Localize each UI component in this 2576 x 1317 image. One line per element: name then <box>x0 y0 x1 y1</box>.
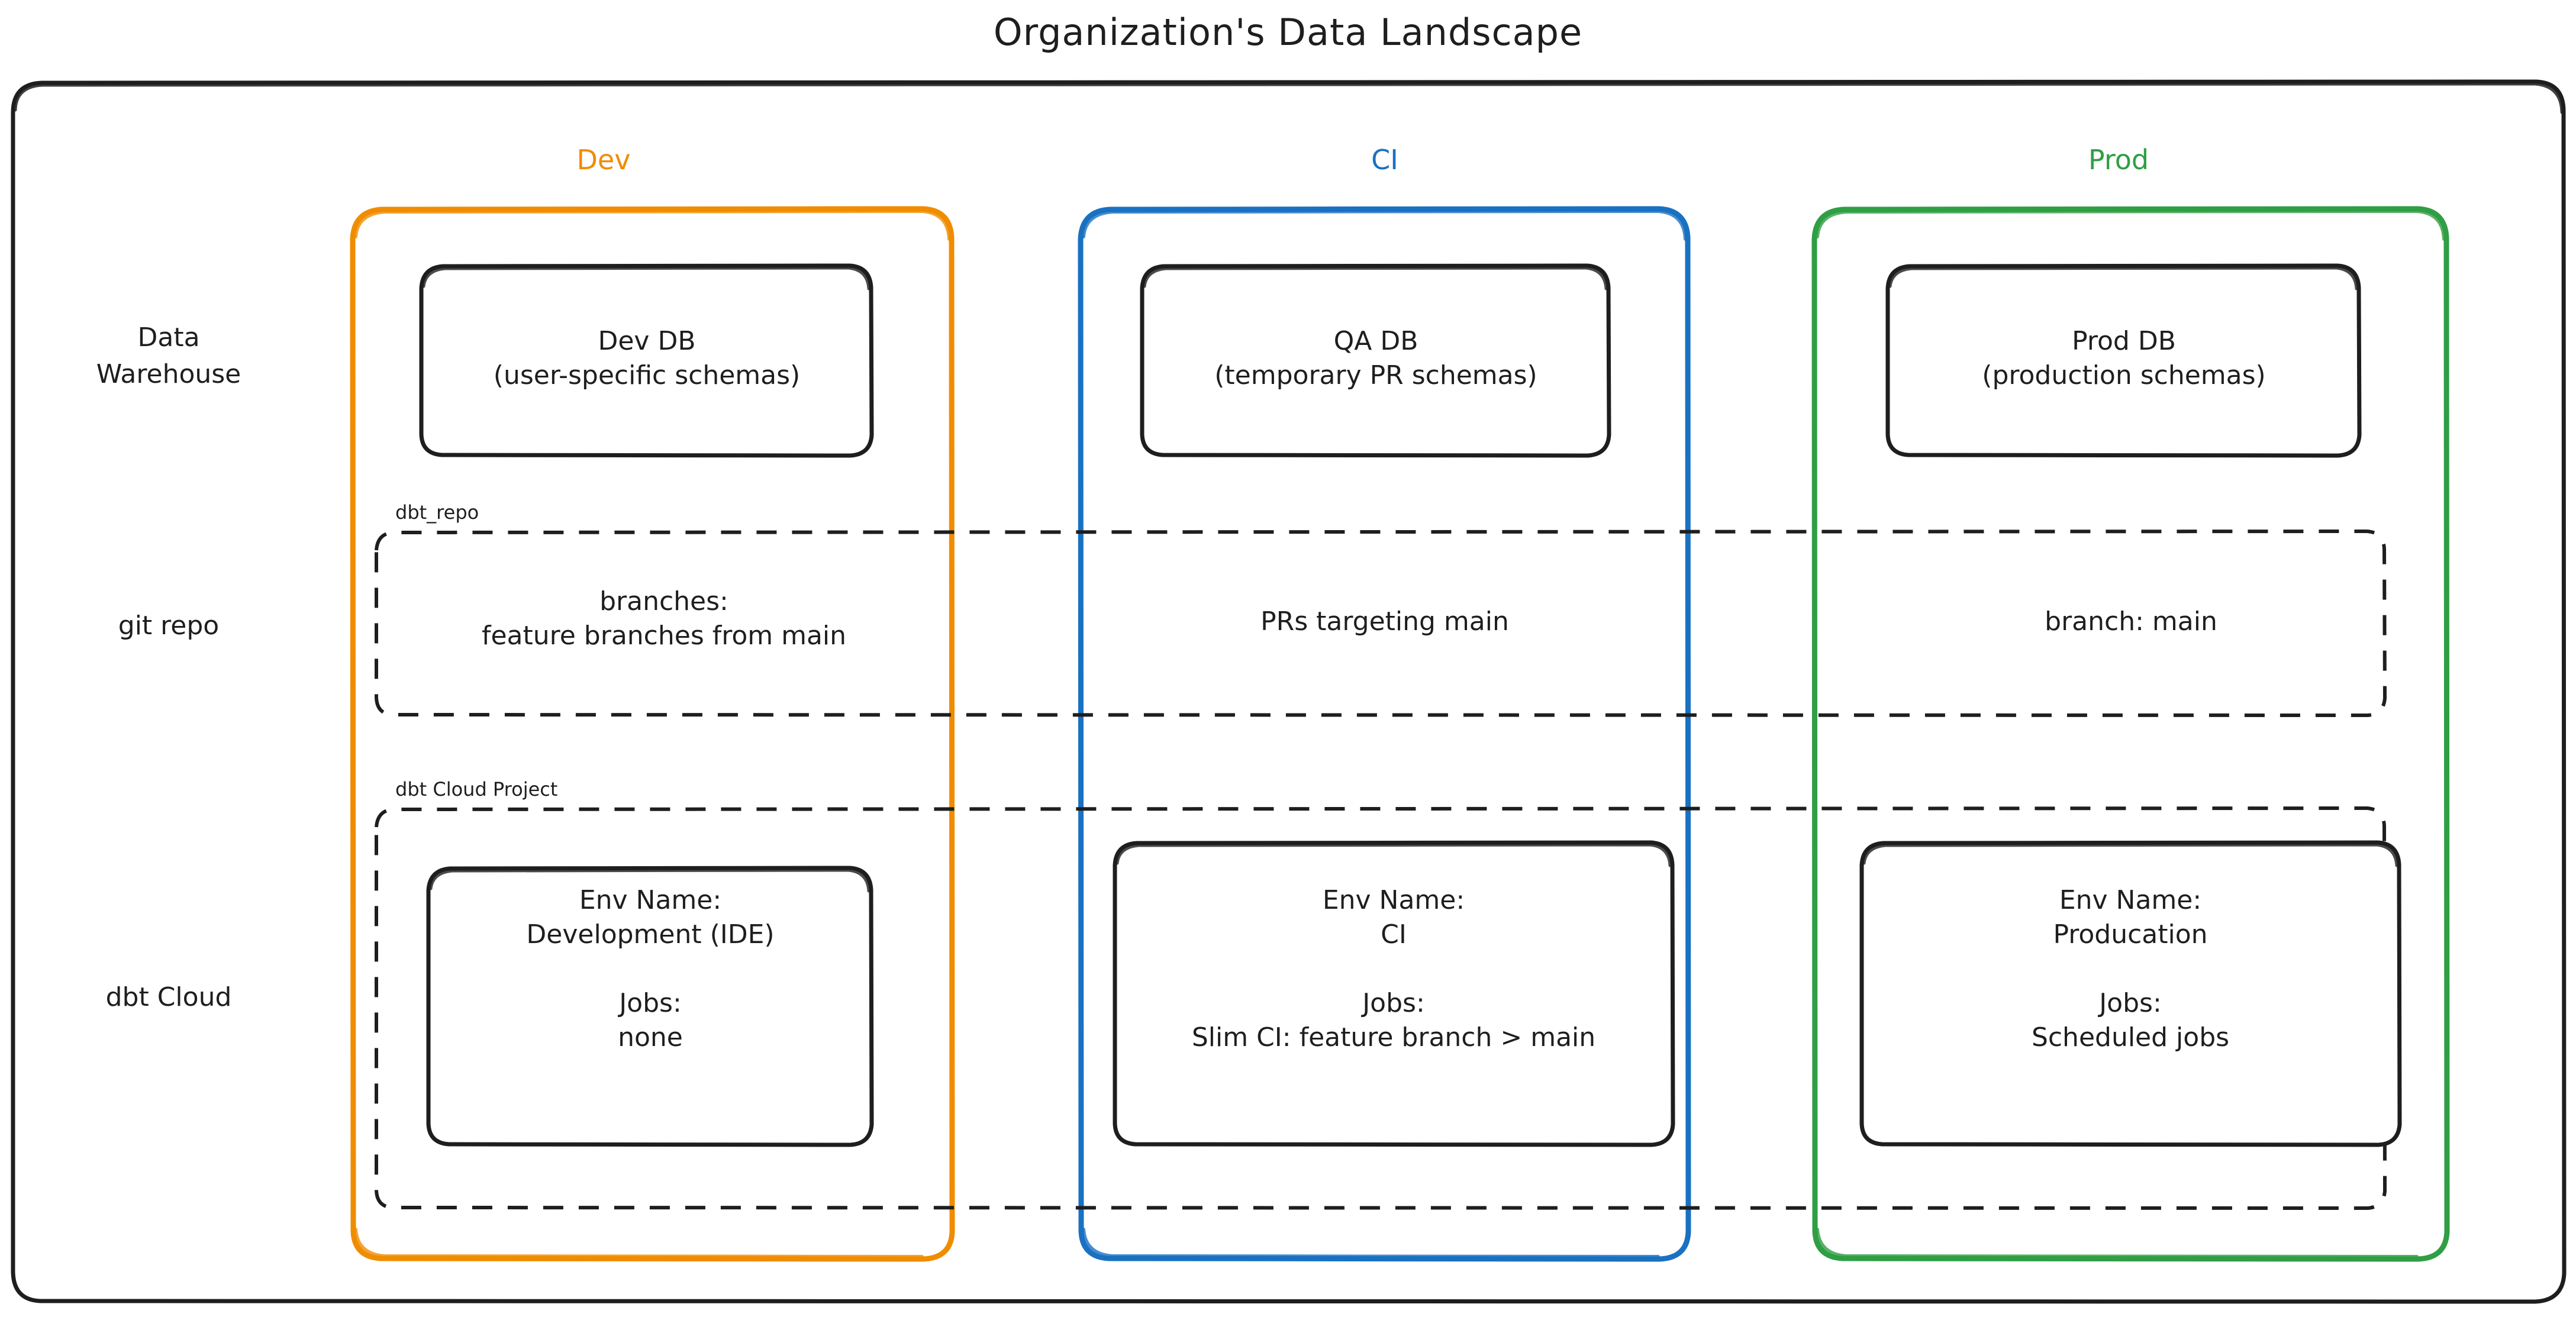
prod-jobs-value: Scheduled jobs <box>2031 1022 2230 1053</box>
column-label-ci: CI <box>1371 144 1398 176</box>
ci-jobs-value: Slim CI: feature branch > main <box>1191 1022 1596 1053</box>
group-label-dbt-cloud-project: dbt Cloud Project <box>395 778 558 800</box>
prod-jobs-label: Jobs: <box>2099 988 2162 1019</box>
prod-env-name-value: Producation <box>2053 919 2208 950</box>
column-label-dev: Dev <box>576 144 631 176</box>
git-repo-ci-text: PRs targeting main <box>1260 606 1509 637</box>
dev-jobs-label: Jobs: <box>619 988 682 1019</box>
dev-env-name-value: Development (IDE) <box>526 919 775 950</box>
dev-env-name-label: Env Name: <box>579 885 722 915</box>
git-repo-prod-text: branch: main <box>2045 606 2217 637</box>
ci-env-name-label: Env Name: <box>1322 885 1465 915</box>
ci-env-box-label: Env Name: CI Jobs:Slim CI: feature branch … <box>1115 883 1672 1055</box>
qa-db-title: QA DB <box>1333 326 1418 356</box>
dev-db-box-label: Dev DB (user-specific schemas) <box>421 324 872 393</box>
page-title: Organization's Data Landscape <box>993 11 1583 54</box>
ci-env-name-value: CI <box>1381 919 1407 950</box>
outer-container-border <box>11 79 2567 1304</box>
ci-jobs-label: Jobs: <box>1362 988 1425 1019</box>
prod-env-name-label: Env Name: <box>2059 885 2202 915</box>
prod-db-box-label: Prod DB (production schemas) <box>1888 324 2360 393</box>
row-label-git-repo: git repo <box>118 611 220 641</box>
dev-db-detail: (user-specific schemas) <box>493 360 801 391</box>
dev-jobs-value: none <box>618 1022 683 1053</box>
qa-db-detail: (temporary PR schemas) <box>1214 360 1537 391</box>
prod-db-title: Prod DB <box>2072 326 2176 356</box>
prod-db-detail: (production schemas) <box>1982 360 2266 391</box>
git-repo-dev-text: branches: feature branches from main <box>481 586 847 651</box>
row-label-dbt-cloud: dbt Cloud <box>105 982 232 1012</box>
row-label-data-warehouse: Data Warehouse <box>96 322 241 389</box>
dev-env-box-label: Env Name: Development (IDE) Jobs:none <box>428 883 872 1055</box>
dev-db-title: Dev DB <box>598 326 696 356</box>
group-label-dbt-repo: dbt_repo <box>395 501 479 524</box>
column-label-prod: Prod <box>2088 144 2149 176</box>
qa-db-box-label: QA DB (temporary PR schemas) <box>1142 324 1610 393</box>
